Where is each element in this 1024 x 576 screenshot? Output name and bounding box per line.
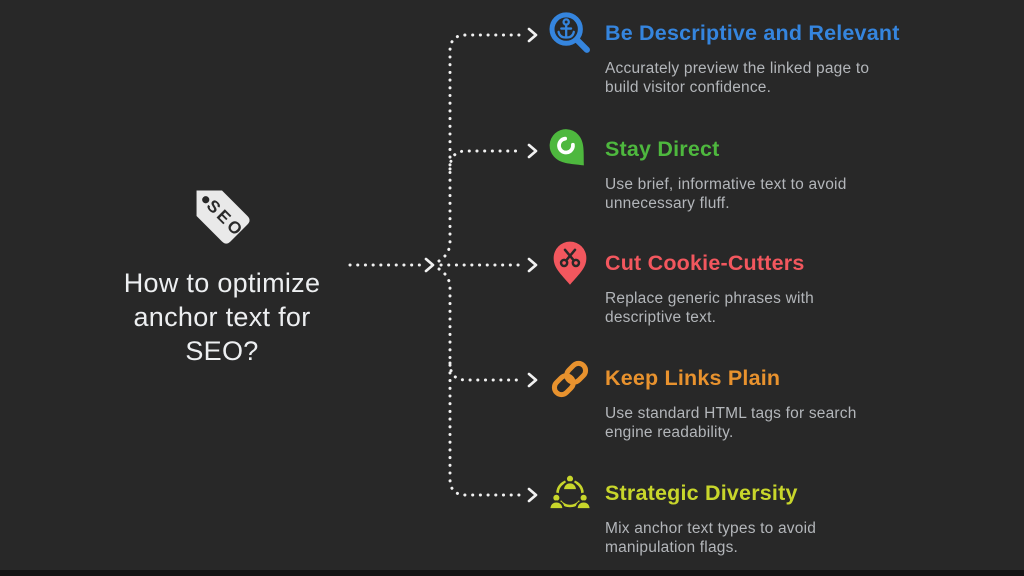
arrowhead-row4 — [527, 372, 538, 388]
tip-item-descriptive: Be Descriptive and Relevant Accurately p… — [546, 10, 935, 98]
tip-description: Replace generic phrases with descriptive… — [605, 289, 814, 327]
swirl-pin-icon — [546, 126, 596, 178]
search-anchor-icon — [546, 10, 596, 62]
tip-item-direct: Stay Direct Use brief, informative text … — [546, 126, 935, 214]
arrowhead-row1 — [527, 27, 538, 43]
chain-link-icon — [546, 355, 596, 407]
tip-title: Stay Direct — [605, 137, 720, 161]
connector-row2-branch — [448, 149, 523, 171]
people-group-icon — [546, 470, 596, 522]
tip-item-diversity: Strategic Diversity Mix anchor text type… — [546, 470, 935, 558]
tip-title: Keep Links Plain — [605, 366, 781, 390]
tip-description: Mix anchor text types to avoid manipulat… — [605, 519, 817, 557]
main-question: How to optimize anchor text for SEO? — [123, 268, 321, 367]
tip-item-cookie-cutters: Cut Cookie-Cutters Replace generic phras… — [546, 240, 935, 328]
connector-row4-branch — [448, 361, 523, 382]
tip-title: Be Descriptive and Relevant — [605, 21, 900, 45]
arrowhead-row2 — [527, 143, 538, 159]
connector-top-branch — [437, 33, 523, 263]
tip-description: Use standard HTML tags for search engine… — [605, 404, 857, 442]
arrowhead-root — [424, 257, 435, 273]
scissors-pin-icon — [546, 240, 596, 292]
tip-item-links-plain: Keep Links Plain Use standard HTML tags … — [546, 355, 935, 443]
tip-description: Use brief, informative text to avoid unn… — [605, 175, 847, 213]
arrowhead-row5 — [527, 487, 538, 503]
connector-bottom-branch — [437, 267, 523, 497]
tip-title: Strategic Diversity — [605, 481, 798, 505]
bottom-edge-bar — [0, 570, 1024, 576]
tip-description: Accurately preview the linked page to bu… — [605, 59, 870, 97]
tip-title: Cut Cookie-Cutters — [605, 251, 805, 275]
seo-tag-icon: SEO — [178, 172, 266, 260]
arrowhead-row3 — [527, 257, 538, 273]
